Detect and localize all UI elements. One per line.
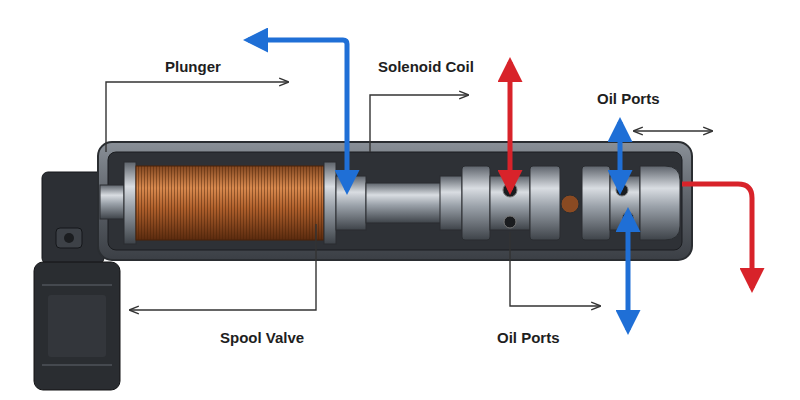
oil-port-hole (504, 216, 516, 228)
spool-valve (462, 166, 680, 240)
end-cap (640, 166, 680, 240)
leader-line (106, 82, 288, 152)
plunger (336, 176, 462, 230)
flow-arrows (248, 40, 752, 330)
part-label: Oil Ports (597, 90, 660, 107)
valve-housing (98, 142, 692, 260)
spool-land (530, 166, 560, 240)
leader-lines (106, 82, 712, 310)
connector-neck (42, 172, 104, 264)
leader-line (370, 95, 468, 152)
housing-cavity (108, 152, 682, 250)
housing-stub (100, 185, 124, 219)
bobbin-flange (324, 162, 336, 244)
part-label: Solenoid Coil (378, 58, 474, 75)
spool-groove (610, 176, 640, 230)
plunger-head (336, 176, 366, 230)
flow-arrow-red (508, 62, 513, 190)
flow-arrow-blue (618, 122, 623, 190)
latch-hole (64, 233, 74, 243)
connector-latch (56, 228, 82, 248)
connector-body (34, 262, 120, 390)
copper-winding (136, 166, 324, 240)
part-label: Spool Valve (220, 329, 304, 346)
flow-arrow-red (682, 184, 752, 288)
leader-line (130, 224, 316, 310)
part-label: Plunger (165, 58, 221, 75)
spool-orifice (561, 195, 579, 213)
spool-land (582, 166, 610, 240)
connector-rib (42, 364, 112, 366)
flow-arrow-blue (626, 212, 631, 330)
leader-line (510, 232, 600, 306)
housing-shell (98, 142, 692, 260)
plunger-collar (440, 176, 462, 230)
bobbin-flange (124, 162, 136, 244)
leader-line (634, 130, 712, 131)
connector-panel (48, 295, 106, 357)
part-label: Oil Ports (497, 329, 560, 346)
spool-land (462, 166, 490, 240)
solenoid-coil (124, 162, 336, 244)
connector-rib (42, 284, 112, 286)
flow-arrow-blue (248, 40, 347, 190)
